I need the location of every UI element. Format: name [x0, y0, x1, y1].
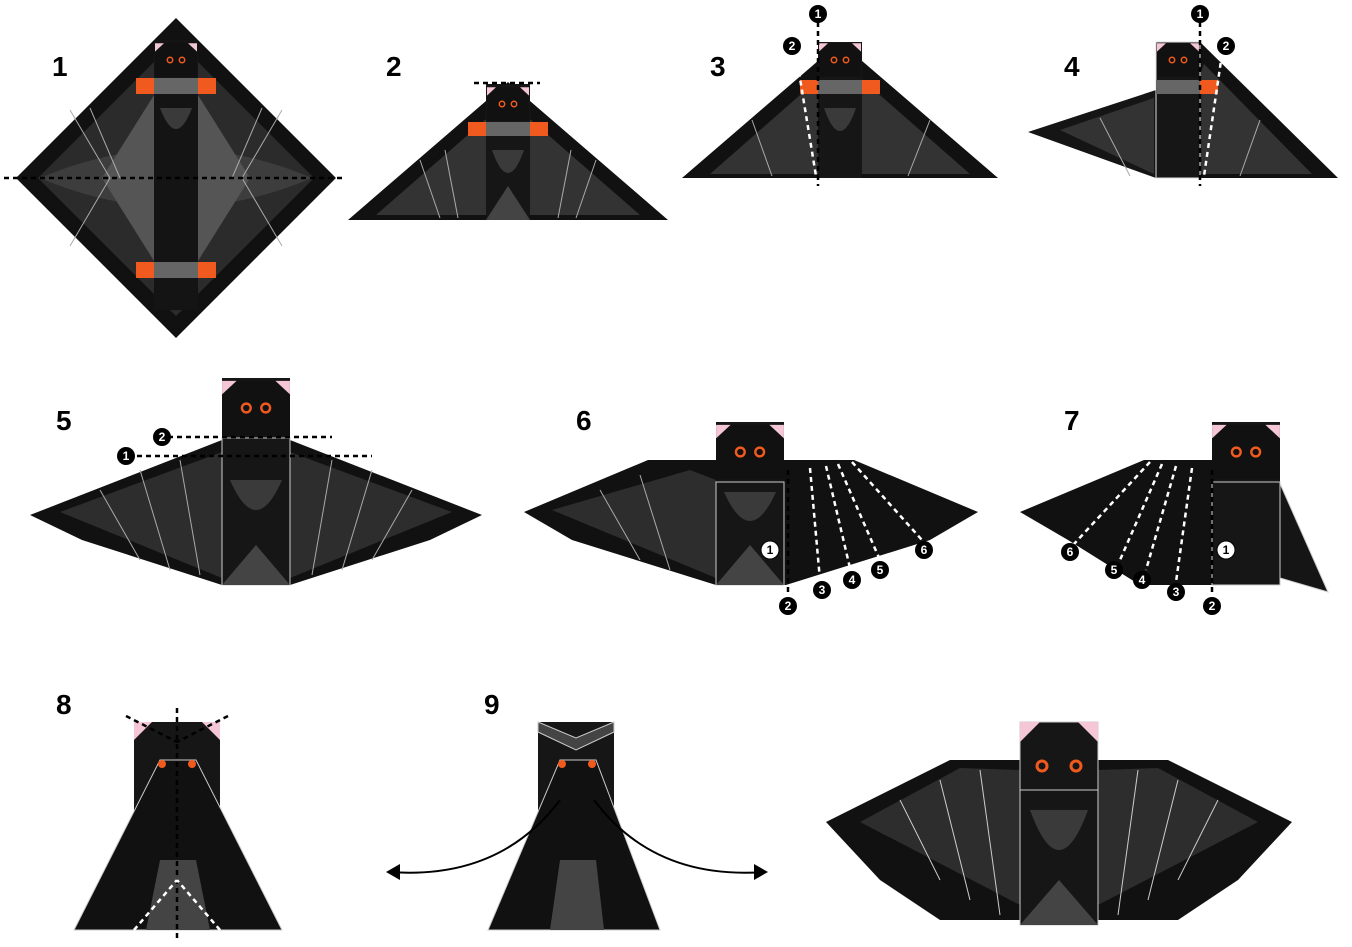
step-7-number: 7	[1064, 405, 1080, 436]
step-6-badge-4: 4	[843, 571, 861, 589]
svg-text:2: 2	[1209, 599, 1216, 613]
svg-text:5: 5	[1111, 563, 1118, 577]
step-6-badge-2: 2	[779, 597, 797, 615]
svg-text:1: 1	[1223, 543, 1230, 557]
finished-bat	[826, 722, 1292, 925]
svg-text:2: 2	[159, 430, 166, 444]
step-6-number: 6	[576, 405, 592, 436]
step-9: 9	[386, 689, 768, 930]
step-6-badge-6: 6	[915, 541, 933, 559]
svg-text:3: 3	[1173, 585, 1180, 599]
svg-text:5: 5	[877, 563, 884, 577]
step-3-badge-2: 2	[783, 37, 801, 55]
step-5: 5 1 2	[30, 378, 482, 585]
step-7: 7 1 2 3 4 5 6	[1020, 405, 1328, 615]
svg-text:2: 2	[1223, 39, 1230, 53]
svg-text:4: 4	[849, 573, 856, 587]
step-5-number: 5	[56, 405, 72, 436]
step-7-badge-4: 4	[1133, 571, 1151, 589]
svg-text:1: 1	[767, 543, 774, 557]
step-8: 8	[56, 689, 282, 940]
step-3: 3 1 2	[682, 5, 998, 186]
step-8-number: 8	[56, 689, 72, 720]
step-3-badge-1: 1	[809, 5, 827, 23]
step-6-badge-5: 5	[871, 561, 889, 579]
step-6: 6 1 2 3 4 5	[524, 405, 978, 615]
step-2: 2	[348, 51, 668, 220]
step-7-badge-2: 2	[1203, 597, 1221, 615]
step-7-badge-3: 3	[1167, 583, 1185, 601]
svg-text:1: 1	[123, 449, 130, 463]
step-6-badge-1: 1	[761, 541, 779, 559]
svg-text:6: 6	[921, 543, 928, 557]
step-4-number: 4	[1064, 51, 1080, 82]
step-5-badge-1: 1	[117, 447, 135, 465]
step-4-badge-1: 1	[1191, 5, 1209, 23]
step-1-number: 1	[52, 51, 68, 82]
svg-text:1: 1	[1197, 7, 1204, 21]
step-2-number: 2	[386, 51, 402, 82]
step-3-number: 3	[710, 51, 726, 82]
step-7-badge-6: 6	[1061, 543, 1079, 561]
step-7-badge-1: 1	[1217, 541, 1235, 559]
step-6-badge-3: 3	[813, 581, 831, 599]
step-7-badge-5: 5	[1105, 561, 1123, 579]
svg-text:2: 2	[789, 39, 796, 53]
svg-text:1: 1	[815, 7, 822, 21]
step-1: 1	[4, 18, 346, 338]
step-4-badge-2: 2	[1217, 37, 1235, 55]
step-9-number: 9	[484, 689, 500, 720]
svg-text:3: 3	[819, 583, 826, 597]
svg-text:2: 2	[785, 599, 792, 613]
svg-text:6: 6	[1067, 545, 1074, 559]
step-4: 4 1 2	[1028, 5, 1338, 186]
step-5-badge-2: 2	[153, 428, 171, 446]
svg-text:4: 4	[1139, 573, 1146, 587]
